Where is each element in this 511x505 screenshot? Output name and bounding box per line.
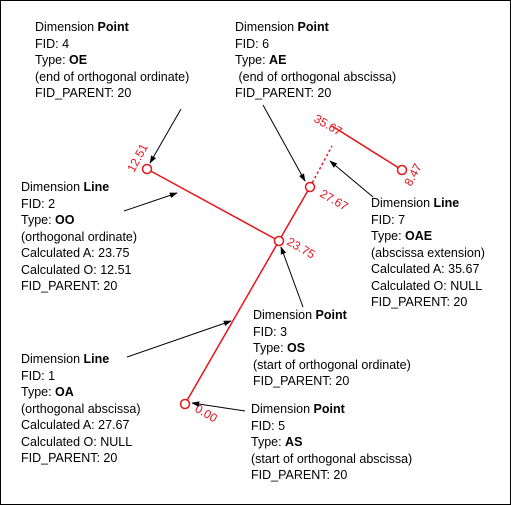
- callout-description: (start of orthogonal ordinate): [253, 357, 411, 372]
- callout-description: (orthogonal ordinate): [21, 229, 138, 244]
- point-os-marker: [273, 235, 285, 247]
- callout-fid: FID: 5: [251, 418, 286, 433]
- callout-fid6: Dimension Point FID: 6 Type: AE (end of …: [235, 19, 396, 102]
- callout-heading: Dimension Line: [21, 352, 110, 366]
- callout-type: Type: OS: [253, 341, 306, 355]
- point-oe-marker: [141, 163, 153, 175]
- callout-heading: Dimension Point: [235, 20, 329, 34]
- abscissa-extension-dashed: [309, 145, 333, 188]
- callout-type: Type: AE: [235, 53, 287, 67]
- callout-type: Type: OE: [35, 53, 88, 67]
- point-as-marker: [179, 398, 191, 410]
- callout-parent: FID_PARENT: 20: [21, 279, 118, 293]
- callout-fid5: Dimension Point FID: 5 Type: AS (start o…: [251, 401, 412, 484]
- callout-description: (end of orthogonal abscissa): [235, 69, 397, 84]
- callout-parent: FID_PARENT: 20: [253, 374, 350, 388]
- callout-heading: Dimension Point: [251, 402, 345, 416]
- callout-heading: Dimension Point: [35, 20, 129, 34]
- leader-fid5: [191, 401, 246, 412]
- callout-calculated-a: Calculated A: 23.75: [21, 246, 130, 260]
- callout-type: Type: OA: [21, 385, 74, 399]
- leader-fid1: [126, 320, 232, 358]
- callout-description: (abscissa extension): [371, 245, 485, 260]
- callout-fid3: Dimension Point FID: 3 Type: OS (start o…: [253, 307, 411, 390]
- point-ae-marker: [304, 181, 316, 193]
- callout-fid7: Dimension Line FID: 7 Type: OAE (absciss…: [371, 195, 485, 311]
- callout-parent: FID_PARENT: 20: [251, 468, 348, 482]
- callout-fid1: Dimension Line FID: 1 Type: OA (orthogon…: [21, 351, 141, 467]
- callout-type: Type: AS: [251, 435, 303, 449]
- leader-fid2: [123, 192, 178, 212]
- callout-parent: FID_PARENT: 20: [35, 86, 132, 100]
- label-oae-end-value: 8.47: [401, 161, 424, 188]
- label-ae-value: 27.67: [318, 186, 351, 213]
- callout-fid4: Dimension Point FID: 4 Type: OE (end of …: [35, 19, 189, 102]
- callout-fid2: Dimension Line FID: 2 Type: OO (orthogon…: [21, 179, 137, 295]
- callout-type: Type: OAE: [371, 229, 433, 243]
- callout-fid: FID: 1: [21, 368, 56, 383]
- callout-fid: FID: 3: [253, 324, 288, 339]
- callout-calculated-a: Calculated A: 27.67: [21, 418, 130, 432]
- callout-calculated-o: Calculated O: 12.51: [21, 262, 132, 277]
- callout-calculated-o: Calculated O: NULL: [371, 278, 483, 293]
- label-os-value: 23.75: [285, 234, 318, 261]
- ordinate-line: [146, 168, 280, 242]
- leader-fid3: [280, 246, 304, 308]
- callout-fid: FID: 4: [35, 36, 70, 51]
- callout-fid: FID: 6: [235, 36, 270, 51]
- callout-parent: FID_PARENT: 20: [21, 451, 118, 465]
- abscissa-line: [184, 186, 311, 405]
- callout-parent: FID_PARENT: 20: [235, 86, 332, 100]
- callout-heading: Dimension Point: [253, 308, 347, 322]
- callout-fid: FID: 7: [371, 212, 406, 227]
- callout-heading: Dimension Line: [371, 196, 460, 210]
- label-oae-top-value: 35.67: [312, 111, 345, 138]
- callout-type: Type: OO: [21, 213, 75, 227]
- leader-fid7: [329, 160, 374, 198]
- callout-heading: Dimension Line: [21, 180, 110, 194]
- abscissa-extension-line: [331, 125, 403, 171]
- callout-description: (orthogonal abscissa): [21, 401, 141, 416]
- callout-description: (end of orthogonal ordinate): [35, 69, 190, 84]
- callout-calculated-o: Calculated O: NULL: [21, 434, 133, 449]
- leader-fid4: [149, 108, 182, 164]
- leader-fid6: [262, 104, 306, 182]
- callout-fid: FID: 2: [21, 196, 56, 211]
- callout-description: (start of orthogonal abscissa): [251, 451, 413, 466]
- callout-calculated-a: Calculated A: 35.67: [371, 262, 480, 276]
- callout-parent: FID_PARENT: 20: [371, 295, 468, 309]
- point-oae-end-marker: [396, 164, 408, 176]
